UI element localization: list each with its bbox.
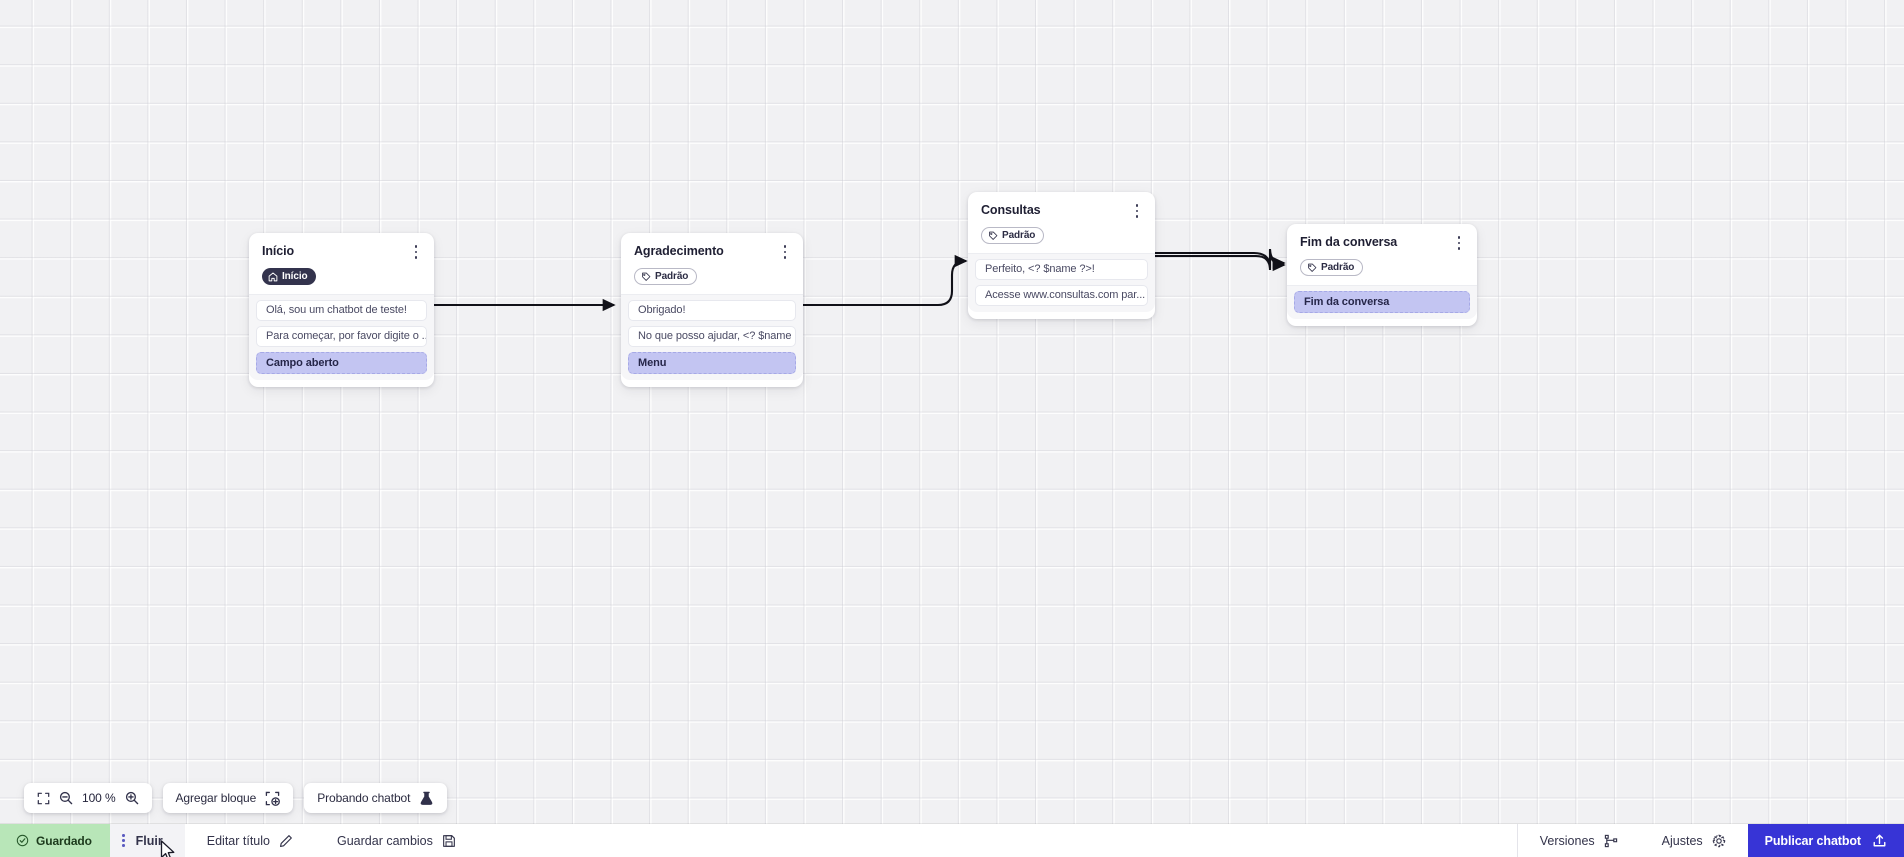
canvas-toolbar: 100 % Agregar bloque	[24, 783, 448, 813]
node-header: Início	[249, 233, 434, 261]
saved-label: Guardado	[36, 833, 92, 848]
node-consultas[interactable]: Consultas Padrão Perfeito, <? $name ?>! …	[968, 192, 1155, 319]
flask-icon	[419, 791, 434, 806]
message-row[interactable]: Acesse www.consultas.com par...	[975, 284, 1148, 306]
branch-icon	[1604, 834, 1618, 848]
edit-title-label: Editar título	[206, 833, 270, 848]
tab-flow[interactable]: Fluir	[109, 824, 185, 857]
node-badge-padrao[interactable]: Padrão	[981, 227, 1045, 244]
zoom-out-icon[interactable]	[59, 791, 73, 805]
node-inicio[interactable]: Início Início Olá, sou um chatbot de tes…	[249, 233, 434, 387]
node-badge-row: Padrão	[968, 220, 1155, 253]
node-fim-da-conversa[interactable]: Fim da conversa Padrão Fim da conversa	[1287, 224, 1477, 326]
edge-consultas-to-fim-visible	[1152, 249, 1286, 272]
node-menu-icon[interactable]	[409, 243, 423, 261]
save-changes-label: Guardar cambios	[337, 833, 433, 848]
saved-status-badge: Guardado	[0, 824, 110, 857]
node-badge-padrao[interactable]: Padrão	[1300, 259, 1364, 276]
home-icon	[268, 272, 278, 281]
floppy-disk-icon	[442, 834, 456, 848]
zoom-controls: 100 %	[24, 783, 152, 813]
edge-consultas-to-fim	[1152, 248, 1286, 271]
gear-icon	[1712, 834, 1726, 848]
message-row[interactable]: Olá, sou um chatbot de teste!	[256, 299, 427, 321]
message-row[interactable]: No que posso ajudar, <? $name ...	[628, 325, 796, 347]
node-menu-icon[interactable]	[778, 243, 792, 261]
edges-layer	[434, 248, 1286, 312]
node-badge-inicio[interactable]: Início	[262, 268, 316, 285]
node-badge-row: Padrão	[621, 261, 803, 294]
node-title: Fim da conversa	[1300, 235, 1398, 249]
check-circle-icon	[16, 834, 29, 847]
message-row[interactable]: Para começar, por favor digite o ...	[256, 325, 427, 347]
node-messages: Obrigado! No que posso ajudar, <? $name …	[621, 293, 803, 380]
node-badge-padrao[interactable]: Padrão	[634, 268, 698, 285]
node-header: Agradecimento	[621, 233, 803, 261]
node-title: Agradecimento	[634, 244, 724, 258]
test-chatbot-button[interactable]: Probando chatbot	[304, 783, 448, 813]
node-messages: Olá, sou um chatbot de teste! Para começ…	[249, 293, 434, 380]
test-chatbot-label: Probando chatbot	[317, 791, 411, 805]
drag-handle-icon[interactable]	[121, 833, 125, 848]
message-row[interactable]: Perfeito, <? $name ?>!	[975, 258, 1148, 280]
node-messages: Perfeito, <? $name ?>! Acesse www.consul…	[968, 252, 1155, 312]
fit-view-icon[interactable]	[37, 792, 50, 805]
add-block-icon	[265, 791, 281, 806]
node-menu-icon[interactable]	[1452, 234, 1466, 252]
publish-label: Publicar chatbot	[1764, 833, 1861, 848]
pencil-icon	[279, 834, 293, 848]
node-header: Consultas	[968, 192, 1155, 220]
node-badge-row: Padrão	[1287, 252, 1477, 285]
zoom-level-value: 100 %	[82, 791, 116, 805]
edit-title-button[interactable]: Editar título	[185, 824, 315, 857]
save-changes-button[interactable]: Guardar cambios	[315, 824, 478, 857]
node-messages: Fim da conversa	[1287, 284, 1477, 319]
versions-button[interactable]: Versiones	[1516, 824, 1640, 857]
node-title: Início	[262, 244, 295, 258]
action-row[interactable]: Fim da conversa	[1294, 290, 1470, 313]
node-agradecimento[interactable]: Agradecimento Padrão Obrigado! No que po…	[621, 233, 803, 387]
node-header: Fim da conversa	[1287, 224, 1477, 252]
publish-chatbot-button[interactable]: Publicar chatbot	[1747, 824, 1904, 857]
settings-label: Ajustes	[1661, 833, 1703, 848]
tab-flow-label: Fluir	[135, 833, 163, 848]
settings-button[interactable]: Ajustes	[1640, 824, 1748, 857]
action-row[interactable]: Campo aberto	[256, 351, 427, 374]
tag-icon	[642, 272, 651, 281]
tag-icon	[989, 231, 998, 240]
upload-icon	[1872, 833, 1887, 848]
node-title: Consultas	[981, 203, 1041, 217]
action-row[interactable]: Menu	[628, 351, 796, 374]
add-block-label: Agregar bloque	[175, 791, 257, 805]
zoom-in-icon[interactable]	[125, 791, 139, 805]
edge-agradecimento-to-consultas	[803, 254, 968, 307]
node-badge-label: Padrão	[1321, 262, 1355, 273]
versions-label: Versiones	[1539, 833, 1595, 848]
node-menu-icon[interactable]	[1130, 202, 1144, 220]
tag-icon	[1308, 263, 1317, 272]
status-bar: Guardado Fluir Editar título Guardar cam…	[0, 824, 1904, 857]
node-badge-label: Início	[282, 271, 308, 282]
flow-canvas[interactable]: Início Início Olá, sou um chatbot de tes…	[0, 0, 1904, 824]
node-badge-row: Início	[249, 261, 434, 294]
node-badge-label: Padrão	[655, 271, 689, 282]
statusbar-spacer	[478, 824, 1517, 857]
node-badge-label: Padrão	[1002, 230, 1036, 241]
add-block-button[interactable]: Agregar bloque	[162, 783, 294, 813]
message-row[interactable]: Obrigado!	[628, 299, 796, 321]
